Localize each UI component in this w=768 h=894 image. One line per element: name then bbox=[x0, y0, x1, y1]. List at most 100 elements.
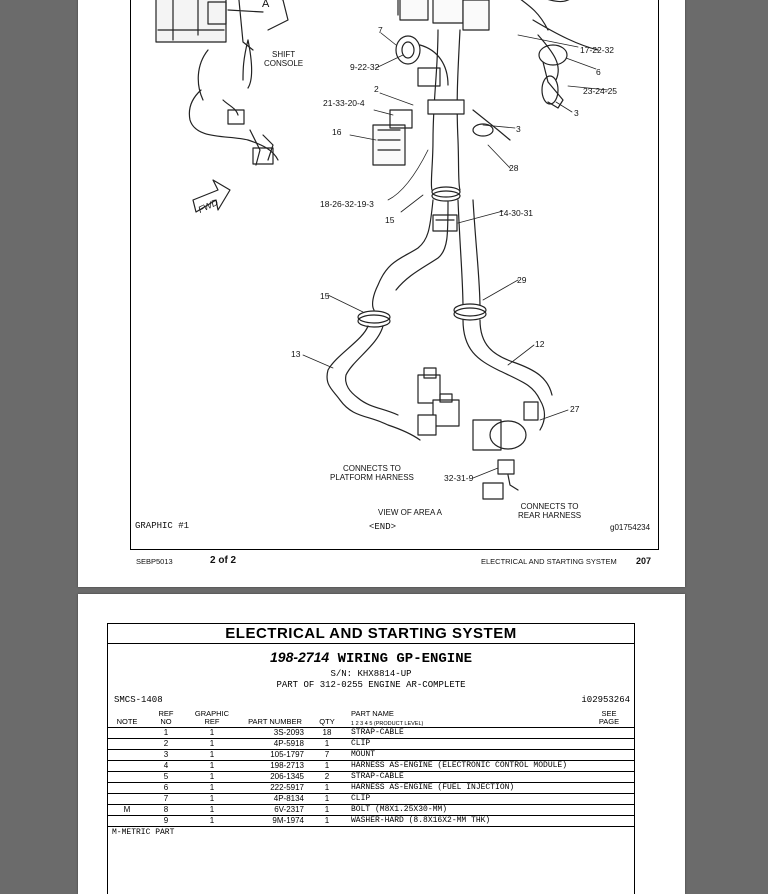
callout-3: 3 bbox=[574, 108, 579, 118]
section-footer: ELECTRICAL AND STARTING SYSTEM bbox=[481, 557, 617, 566]
ref-no-cell: 3 bbox=[163, 750, 169, 759]
table-row: 4 1 198-2713 1 HARNESS AS-ENGINE (ELECTRONIC… bbox=[108, 761, 634, 772]
part-number-cell: 3S-2093 bbox=[273, 728, 304, 737]
parts-list-sheet: ELECTRICAL AND STARTING SYSTEM 198-2714 … bbox=[107, 623, 635, 894]
table-row: 1 1 3S-2093 18 STRAP-CABLE bbox=[108, 728, 634, 739]
col-product-level: 1 2 3 4 5 (PRODUCT LEVEL) bbox=[351, 721, 424, 727]
part-number-cell: 198-2713 bbox=[270, 761, 304, 770]
qty-cell: 7 bbox=[324, 750, 330, 759]
doc-number: SEBP5013 bbox=[136, 557, 173, 566]
callout-23-24-25: 23-24-25 bbox=[583, 86, 618, 96]
group-title: 198-2714 WIRING GP-ENGINE bbox=[108, 649, 634, 667]
page-number: 207 bbox=[636, 556, 652, 566]
callout-21-33-20-4: 21-33-20-4 bbox=[323, 98, 365, 108]
ref-no-cell: 1 bbox=[163, 728, 169, 737]
callout-15: 15 bbox=[320, 291, 330, 301]
graphic-number: GRAPHIC #1 bbox=[135, 521, 190, 531]
callout-12: 12 bbox=[535, 339, 545, 349]
parts-list-page: ELECTRICAL AND STARTING SYSTEM 198-2714 … bbox=[78, 594, 685, 894]
col-part-name: PART NAME bbox=[351, 709, 394, 718]
ref-no-cell: 8 bbox=[163, 805, 169, 814]
callout-27: 27 bbox=[570, 404, 580, 414]
part-number-cell: 206-1345 bbox=[270, 772, 304, 781]
platform-harness-note: CONNECTS TO PLATFORM HARNESS bbox=[330, 464, 414, 482]
callout-15: 15 bbox=[385, 215, 395, 225]
col-graphic-ref: GRAPHIC REF bbox=[194, 709, 230, 726]
qty-cell: 1 bbox=[324, 794, 330, 803]
qty-cell: 1 bbox=[324, 739, 330, 748]
diagram-frame bbox=[130, 0, 659, 550]
diagram-page: 7 9-22-32 2 21-33-20-4 16 18-26-32-19-3 … bbox=[78, 0, 685, 587]
qty-cell: 1 bbox=[324, 816, 330, 825]
part-name-cell: HARNESS AS-ENGINE (FUEL INJECTION) bbox=[351, 783, 515, 792]
part-name-cell: CLIP bbox=[351, 794, 371, 803]
part-number-cell: 4P-5918 bbox=[273, 739, 304, 748]
ref-no-cell: 2 bbox=[163, 739, 169, 748]
table-row: 3 1 105-1797 7 MOUNT bbox=[108, 750, 634, 761]
part-name-cell: MOUNT bbox=[351, 750, 376, 759]
graphic-ref-cell: 1 bbox=[209, 772, 215, 781]
graphic-ref-cell: 1 bbox=[209, 750, 215, 759]
area-a-label: A bbox=[262, 0, 270, 10]
qty-cell: 1 bbox=[324, 805, 330, 814]
ref-no-cell: 4 bbox=[163, 761, 169, 770]
graphic-ref-cell: 1 bbox=[209, 794, 215, 803]
group-name: WIRING GP-ENGINE bbox=[337, 651, 472, 667]
ref-no-cell: 7 bbox=[163, 794, 169, 803]
qty-cell: 1 bbox=[324, 761, 330, 770]
callout-3: 3 bbox=[516, 124, 521, 134]
qty-cell: 18 bbox=[322, 728, 332, 737]
callout-9-22-32: 9-22-32 bbox=[350, 62, 380, 72]
qty-cell: 2 bbox=[324, 772, 330, 781]
col-ref-no: REF NO bbox=[158, 709, 174, 726]
part-number-cell: 222-5917 bbox=[270, 783, 304, 792]
ref-no-cell: 9 bbox=[163, 816, 169, 825]
callout-17-22-32: 17-22-32 bbox=[580, 45, 615, 55]
part-name-cell: STRAP-CABLE bbox=[351, 728, 404, 737]
callout-16: 16 bbox=[332, 127, 342, 137]
illustration-id: i02953264 bbox=[581, 695, 630, 705]
graphic-ref-cell: 1 bbox=[209, 805, 215, 814]
group-number: 198-2714 bbox=[270, 649, 330, 665]
ref-no-cell: 6 bbox=[163, 783, 169, 792]
part-number-cell: 9M-1974 bbox=[272, 816, 304, 825]
wiring-harness-illustration bbox=[155, 0, 609, 500]
col-part-number: PART NUMBER bbox=[248, 717, 302, 726]
rear-harness-note: CONNECTS TO REAR HARNESS bbox=[518, 502, 582, 520]
graphic-ref-cell: 1 bbox=[209, 783, 215, 792]
part-number-cell: 4P-8134 bbox=[273, 794, 304, 803]
callout-28: 28 bbox=[509, 163, 519, 173]
callout-32-31-9: 32-31-9 bbox=[444, 473, 474, 483]
callout-14-30-31: 14-30-31 bbox=[499, 208, 534, 218]
callout-18-26-32-19-3: 18-26-32-19-3 bbox=[320, 199, 374, 209]
callout-7: 7 bbox=[378, 25, 383, 35]
part-name-cell: STRAP-CABLE bbox=[351, 772, 404, 781]
col-note: NOTE bbox=[116, 717, 138, 726]
part-name-cell: WASHER-HARD (8.8X16X2-MM THK) bbox=[351, 816, 491, 825]
graphic-ref-cell: 1 bbox=[209, 761, 215, 770]
shift-console-label: SHIFT CONSOLE bbox=[264, 50, 304, 68]
part-name-cell: HARNESS AS-ENGINE (ELECTRONIC CONTROL MO… bbox=[351, 761, 568, 770]
callout-29: 29 bbox=[517, 275, 527, 285]
table-row: 7 1 4P-8134 1 CLIP bbox=[108, 794, 634, 805]
callout-2: 2 bbox=[374, 84, 379, 94]
part-number-cell: 6V-2317 bbox=[274, 805, 304, 814]
part-name-cell: BOLT (M8X1.25X30-MM) bbox=[351, 805, 448, 814]
table-row: 5 1 206-1345 2 STRAP-CABLE bbox=[108, 772, 634, 783]
ref-no-cell: 5 bbox=[163, 772, 169, 781]
part-name-cell: CLIP bbox=[351, 739, 371, 748]
part-number-cell: 105-1797 bbox=[270, 750, 304, 759]
callout-13: 13 bbox=[291, 349, 301, 359]
end-marker: <END> bbox=[369, 522, 397, 532]
page-of: 2 of 2 bbox=[210, 555, 237, 566]
section-title: ELECTRICAL AND STARTING SYSTEM bbox=[108, 624, 634, 644]
table-header: NOTE REF NO GRAPHIC REF PART NUMBER QTY … bbox=[108, 708, 634, 728]
col-see-page: SEE PAGE bbox=[598, 709, 620, 726]
image-code: g01754234 bbox=[610, 523, 651, 532]
graphic-ref-cell: 1 bbox=[209, 728, 215, 737]
smcs-code: SMCS-1408 bbox=[114, 695, 163, 705]
